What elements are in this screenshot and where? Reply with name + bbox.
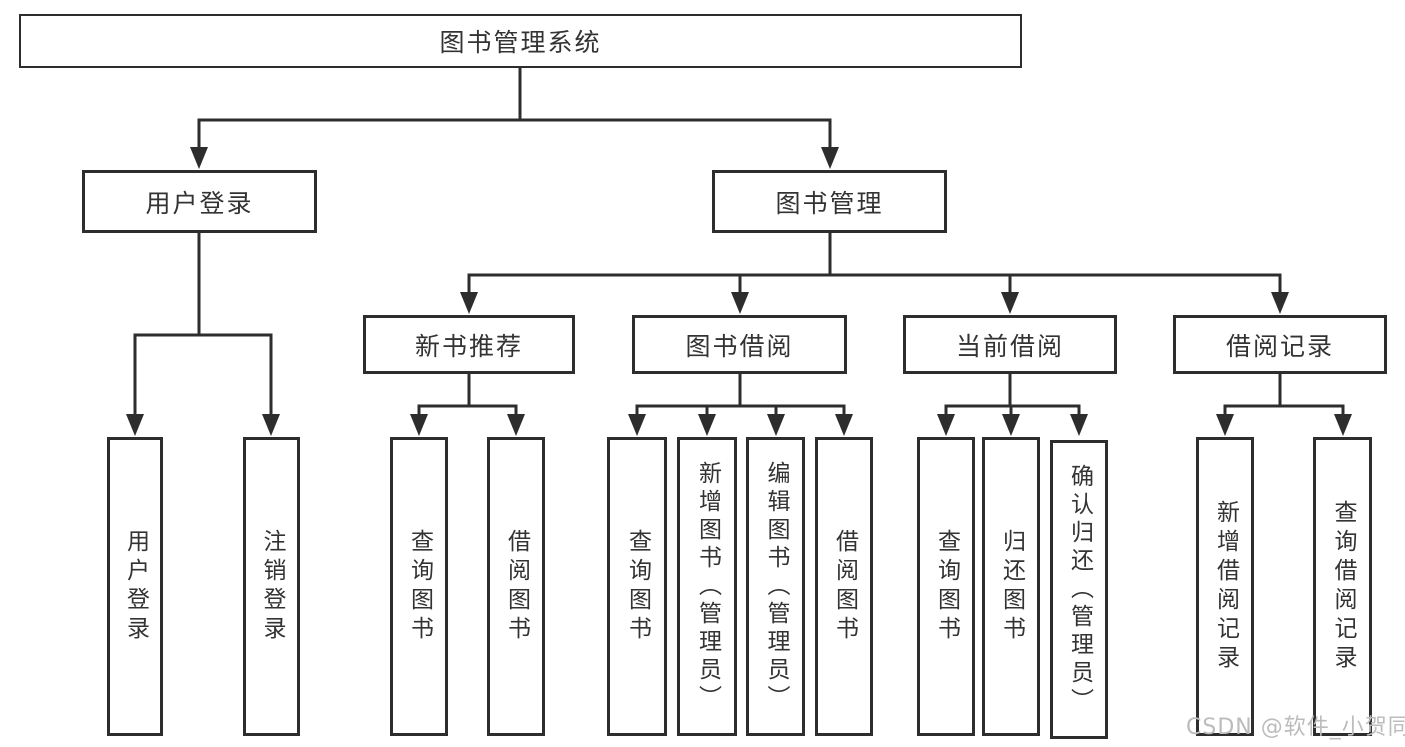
leaf-logout: 注销登录 xyxy=(243,437,300,736)
node-library-system: 图书管理系统 xyxy=(19,14,1022,68)
leaf-add-borrow-record: 新增借阅记录 xyxy=(1196,437,1254,736)
node-book-borrowing: 图书借阅 xyxy=(632,315,847,374)
leaf-query-books-borrow: 查询图书 xyxy=(607,437,667,736)
leaf-add-book-admin: 新增图书（管理员） xyxy=(677,437,737,736)
leaf-query-borrow-record: 查询借阅记录 xyxy=(1313,437,1372,736)
leaf-query-books-current: 查询图书 xyxy=(917,437,975,736)
csdn-watermark: CSDN @软件_小贺同学 xyxy=(1186,715,1405,740)
leaf-confirm-return-admin: 确认归还（管理员） xyxy=(1050,440,1108,739)
node-user-login: 用户登录 xyxy=(82,170,317,233)
node-current-borrowing: 当前借阅 xyxy=(903,315,1117,374)
leaf-borrow-books-recommend: 借阅图书 xyxy=(487,437,545,736)
leaf-query-books-recommend: 查询图书 xyxy=(390,437,448,736)
node-borrowing-records: 借阅记录 xyxy=(1173,315,1387,374)
node-new-book-recommend: 新书推荐 xyxy=(363,315,575,374)
leaf-return-books: 归还图书 xyxy=(982,437,1040,736)
node-book-management: 图书管理 xyxy=(712,170,947,233)
leaf-user-login: 用户登录 xyxy=(107,437,163,736)
leaf-edit-book-admin: 编辑图书（管理员） xyxy=(746,437,805,736)
leaf-borrow-books: 借阅图书 xyxy=(815,437,873,736)
